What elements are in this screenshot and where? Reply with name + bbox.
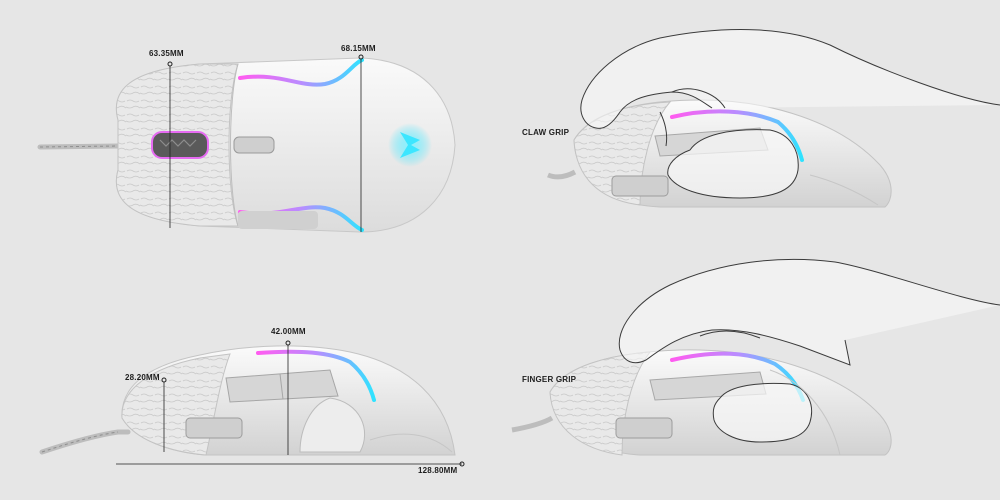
rgb-strip <box>256 349 376 402</box>
side-panel <box>238 211 318 229</box>
cable <box>511 415 554 433</box>
mouse-top-view <box>37 54 456 233</box>
mouse-side-view <box>39 340 465 467</box>
grip-width-label: 63.35MM <box>149 49 184 58</box>
rgb-strip-top <box>238 58 364 87</box>
hand-outline <box>580 29 1000 129</box>
cable <box>39 429 131 455</box>
side-button-front <box>185 417 243 439</box>
dpi-button <box>233 136 275 154</box>
side-button-front <box>615 417 673 439</box>
side-width-label: 28.20MM <box>125 373 160 382</box>
side-buttons <box>225 369 339 403</box>
claw-grip-label: CLAW GRIP <box>522 128 570 137</box>
logo-icon <box>400 132 420 158</box>
length-label: 128.80MM <box>418 466 458 475</box>
claw-grip-view <box>547 29 1000 208</box>
finger-grip-label: FINGER GRIP <box>522 375 577 384</box>
rgb-strip <box>670 109 804 162</box>
textured-grip <box>549 351 652 456</box>
cable <box>547 169 577 180</box>
hand-outline <box>618 258 1000 366</box>
height-label: 42.00MM <box>271 327 306 336</box>
scroll-wheel <box>151 131 209 159</box>
side-rest <box>299 397 365 453</box>
side-button-front <box>611 175 669 197</box>
finger-grip-view <box>511 258 1000 456</box>
top-length-label: 68.15MM <box>341 44 376 53</box>
